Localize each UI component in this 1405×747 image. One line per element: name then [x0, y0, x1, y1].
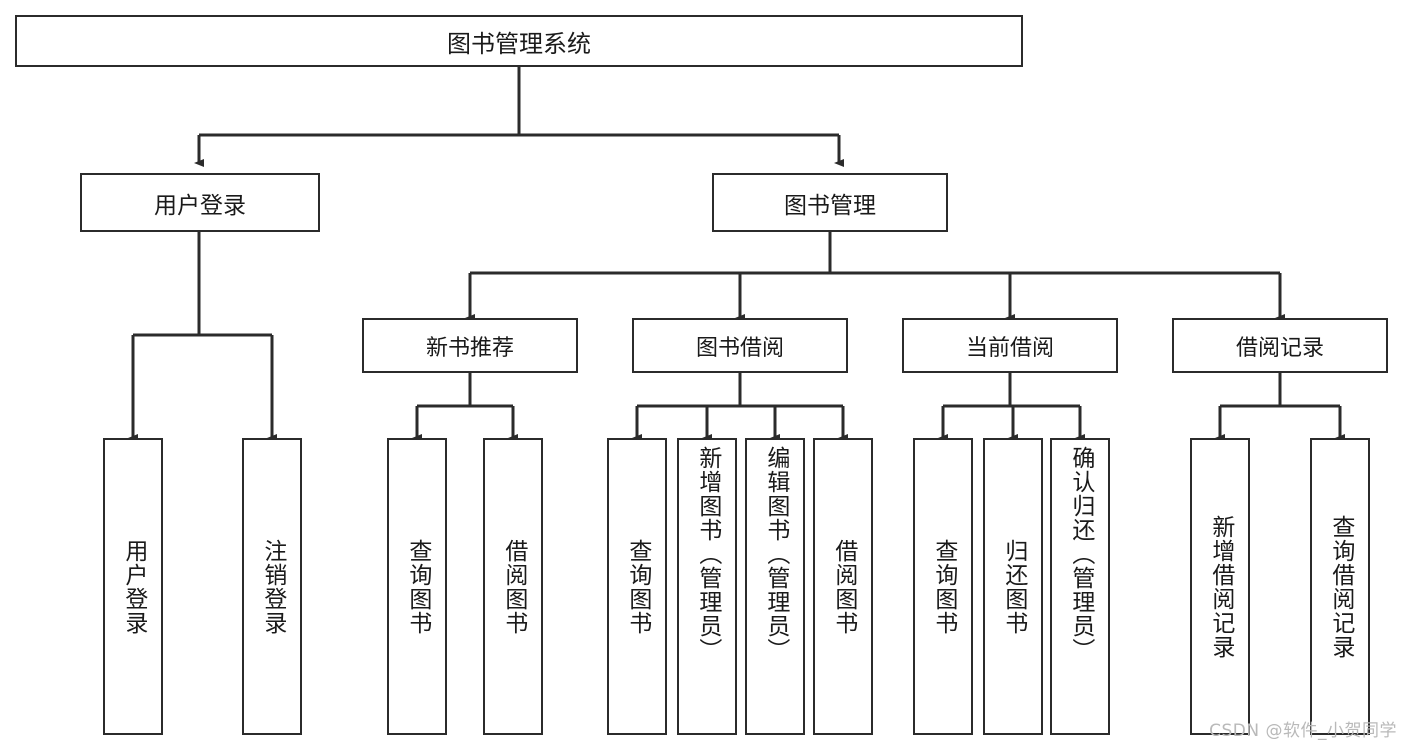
node-label: 借阅图书	[500, 538, 527, 635]
node-label: 编辑图书（管理员）	[762, 446, 789, 662]
leaf-query-books-recommendation[interactable]: 查询图书	[387, 438, 447, 735]
node-label: 归还图书	[1000, 538, 1027, 635]
node-book-management[interactable]: 图书管理	[712, 173, 948, 232]
leaf-add-borrow-record[interactable]: 新增借阅记录	[1190, 438, 1250, 735]
node-new-book-recommendation[interactable]: 新书推荐	[362, 318, 578, 373]
leaf-add-book-admin[interactable]: 新增图书（管理员）	[677, 438, 737, 735]
node-label: 查询图书	[930, 538, 957, 635]
leaf-edit-book-admin[interactable]: 编辑图书（管理员）	[745, 438, 805, 735]
node-label: 新增图书（管理员）	[694, 446, 721, 662]
node-user-login[interactable]: 用户登录	[80, 173, 320, 232]
leaf-user-login[interactable]: 用户登录	[103, 438, 163, 735]
leaf-borrow-books-borrowing[interactable]: 借阅图书	[813, 438, 873, 735]
node-label: 图书管理系统	[447, 29, 591, 58]
leaf-confirm-return-admin[interactable]: 确认归还（管理员）	[1050, 438, 1110, 735]
node-label: 新书推荐	[425, 335, 514, 361]
watermark-credit: CSDN @软件_小贺同学	[1209, 721, 1397, 741]
node-current-borrowing[interactable]: 当前借阅	[902, 318, 1118, 373]
node-borrowing-records[interactable]: 借阅记录	[1172, 318, 1388, 373]
node-label: 查询图书	[404, 538, 431, 635]
node-label: 图书管理	[784, 192, 876, 219]
leaf-query-books-borrowing[interactable]: 查询图书	[607, 438, 667, 735]
node-root-book-management-system[interactable]: 图书管理系统	[15, 15, 1023, 67]
leaf-query-books-current[interactable]: 查询图书	[913, 438, 973, 735]
node-label: 新增借阅记录	[1207, 514, 1234, 659]
node-label: 用户登录	[120, 538, 147, 635]
node-label: 用户登录	[154, 192, 246, 219]
leaf-borrow-books-recommendation[interactable]: 借阅图书	[483, 438, 543, 735]
node-label: 借阅记录	[1235, 335, 1324, 361]
node-label: 确认归还（管理员）	[1067, 446, 1094, 662]
node-label: 图书借阅	[695, 335, 784, 361]
node-label: 当前借阅	[965, 335, 1054, 361]
node-label: 注销登录	[259, 538, 286, 635]
leaf-query-borrow-record[interactable]: 查询借阅记录	[1310, 438, 1370, 735]
node-book-borrowing[interactable]: 图书借阅	[632, 318, 848, 373]
node-label: 查询借阅记录	[1327, 514, 1354, 659]
leaf-logout[interactable]: 注销登录	[242, 438, 302, 735]
node-label: 查询图书	[624, 538, 651, 635]
node-label: 借阅图书	[830, 538, 857, 635]
leaf-return-books[interactable]: 归还图书	[983, 438, 1043, 735]
